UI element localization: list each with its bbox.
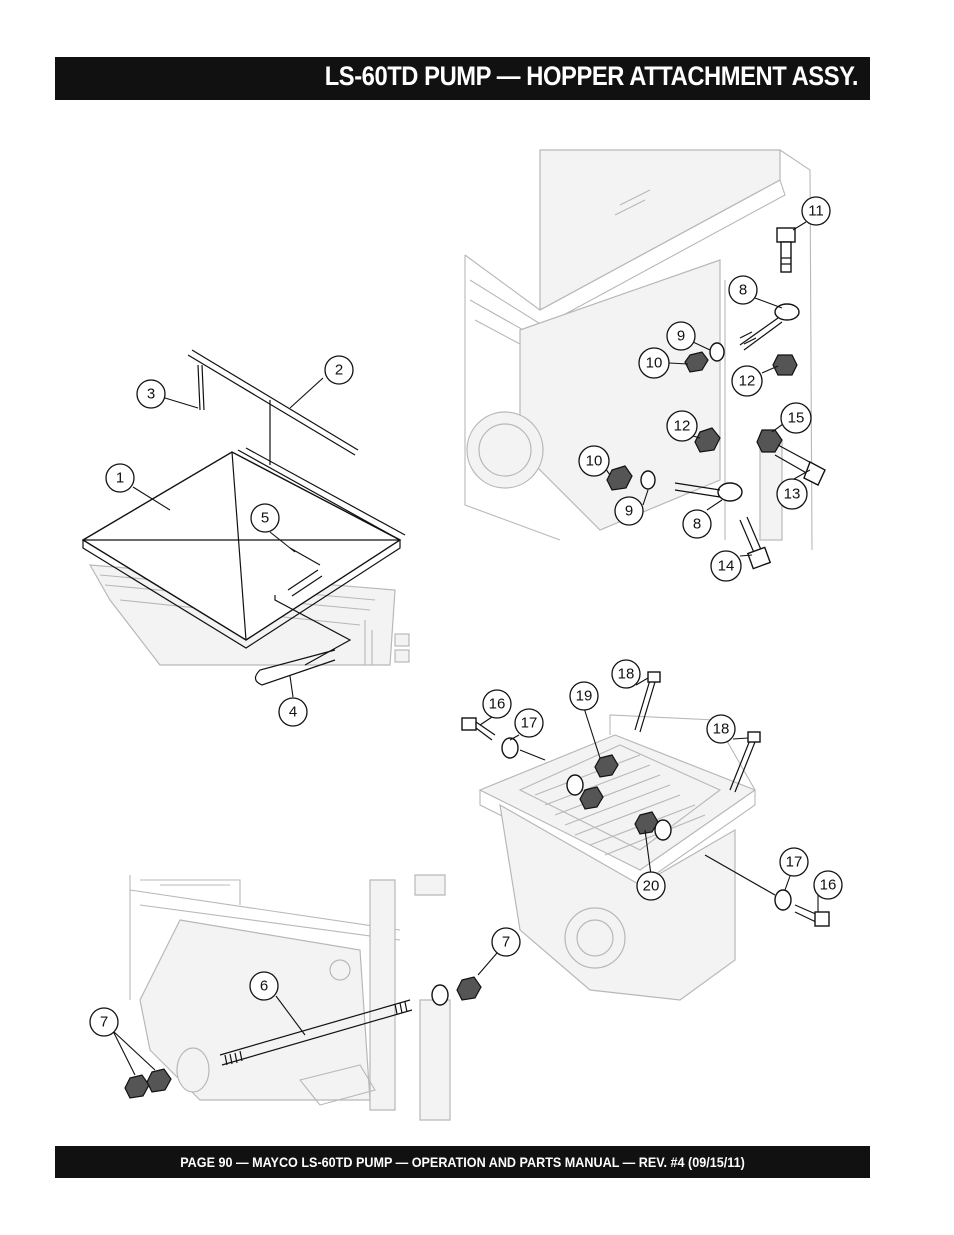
bolt-11 [776,227,796,273]
callout-12-lower-label: 12 [674,418,691,435]
callout-4-label: 4 [289,704,297,721]
callout-10-lower: 10 [578,445,610,477]
callout-16-left: 16 [482,689,512,719]
callout-3-label: 3 [147,386,155,403]
hinge-tube [237,447,406,541]
callout-17-right-label: 17 [786,854,803,871]
hinge-rod [187,349,359,456]
nut-12-upper [772,354,798,376]
callout-6-label: 6 [260,978,268,995]
callout-8-upper-label: 8 [739,282,747,299]
callout-3: 3 [136,379,166,409]
callout-9-upper: 9 [666,321,696,351]
callout-13: 13 [776,478,808,510]
callout-2-label: 2 [335,362,343,379]
bolt-14 [739,516,772,570]
hopper-cover-view [81,349,410,686]
callout-1: 1 [105,463,135,493]
nut-7-left-a [124,1074,150,1099]
bolt-18-left [634,671,661,733]
callout-14: 14 [710,550,742,582]
callout-19-label: 19 [576,688,593,705]
hopper-grate-view [461,671,830,1001]
callout-16-left-label: 16 [489,696,506,713]
callout-20-label: 20 [643,878,660,895]
callout-1-label: 1 [116,470,124,487]
callout-7-left-label: 7 [100,1014,108,1031]
callout-8-upper: 8 [728,275,758,305]
callout-17-right: 17 [779,847,809,877]
callout-5-label: 5 [261,510,269,527]
bolt-18-right [729,731,761,793]
callout-10-upper-label: 10 [646,355,663,372]
nut-12-lower [694,427,721,453]
washer-17-left [501,737,519,759]
threaded-rod [219,999,413,1066]
handle [254,649,336,686]
callout-12-upper: 12 [731,365,763,397]
callout-13-label: 13 [784,486,801,503]
bolt-16-right [794,904,830,927]
callout-10-lower-label: 10 [586,453,603,470]
callout-8-lower-label: 8 [693,516,701,533]
callout-6: 6 [249,971,279,1001]
callout-7-right: 7 [491,927,521,957]
callout-18-right: 18 [706,714,736,744]
washer-9-lower [640,470,656,490]
callout-4: 4 [278,697,308,727]
nut-10-upper [684,351,709,373]
callout-9-lower: 9 [614,496,644,526]
ghost-bracket [394,633,410,647]
callout-18-right-label: 18 [713,721,730,738]
nut-19 [594,754,619,778]
page-title: LS-60TD PUMP — HOPPER ATTACHMENT ASSY. [324,61,859,91]
ghost-rod-boss [176,1047,210,1093]
nut-20 [634,811,659,835]
callout-15: 15 [780,402,812,434]
callout-15-label: 15 [788,410,805,427]
callout-16-right-label: 16 [820,877,837,894]
callout-18-left: 18 [611,659,641,689]
bolt-13 [803,461,826,486]
page-footer-bar: PAGE 90 — MAYCO LS-60TD PUMP — OPERATION… [55,1146,870,1178]
callout-11: 11 [801,196,831,226]
callout-16-right: 16 [813,870,843,900]
washer-17-right [774,889,792,911]
nut-10-lower [606,465,633,491]
callout-18-left-label: 18 [618,666,635,683]
callout-8-lower: 8 [682,509,712,539]
callout-5: 5 [250,503,280,533]
page-title-bar: LS-60TD PUMP — HOPPER ATTACHMENT ASSY. [55,57,870,100]
callout-10-upper: 10 [638,347,670,379]
callout-12-lower: 12 [666,410,698,442]
callout-12-upper-label: 12 [739,373,756,390]
callout-7-left: 7 [89,1007,119,1037]
page-footer: PAGE 90 — MAYCO LS-60TD PUMP — OPERATION… [180,1154,745,1170]
callout-20: 20 [636,871,666,901]
nut-7-right [456,976,482,1001]
eye-bolt-lower [674,482,743,502]
callout-9-lower-label: 9 [625,503,633,520]
eye-bolt-upper [739,303,800,351]
callout-17-left-label: 17 [521,715,538,732]
pin [287,547,323,597]
callout-7-right-label: 7 [502,934,510,951]
washer-9-upper [709,342,725,362]
callout-11-label: 11 [808,203,824,220]
callout-9-upper-label: 9 [677,328,685,345]
washer-7 [431,984,449,1006]
nut-7-left-b [146,1068,172,1093]
callout-17-left: 17 [514,708,544,738]
callout-19: 19 [569,681,599,711]
hopper-rod-view [124,874,482,1121]
bolt-16-left [461,717,496,741]
cotter-pin [197,364,205,411]
callout-14-label: 14 [718,558,735,575]
callout-2: 2 [324,355,354,385]
